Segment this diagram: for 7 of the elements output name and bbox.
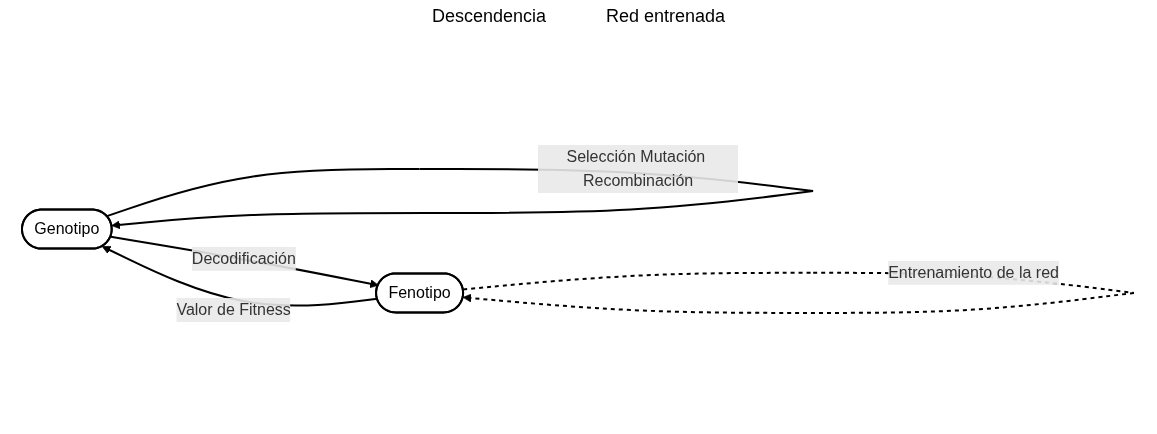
edge-label: Decodificación (192, 249, 297, 267)
note-text: Red entrenada (606, 6, 726, 27)
edge-label: Selección Mutación Recombinación (566, 148, 706, 190)
edge-label: Entrenamiento de la red (888, 263, 1060, 281)
arrow (102, 246, 379, 307)
note-text: Descendencia (431, 6, 546, 27)
edge-label: Valor de Fitness (176, 300, 292, 318)
